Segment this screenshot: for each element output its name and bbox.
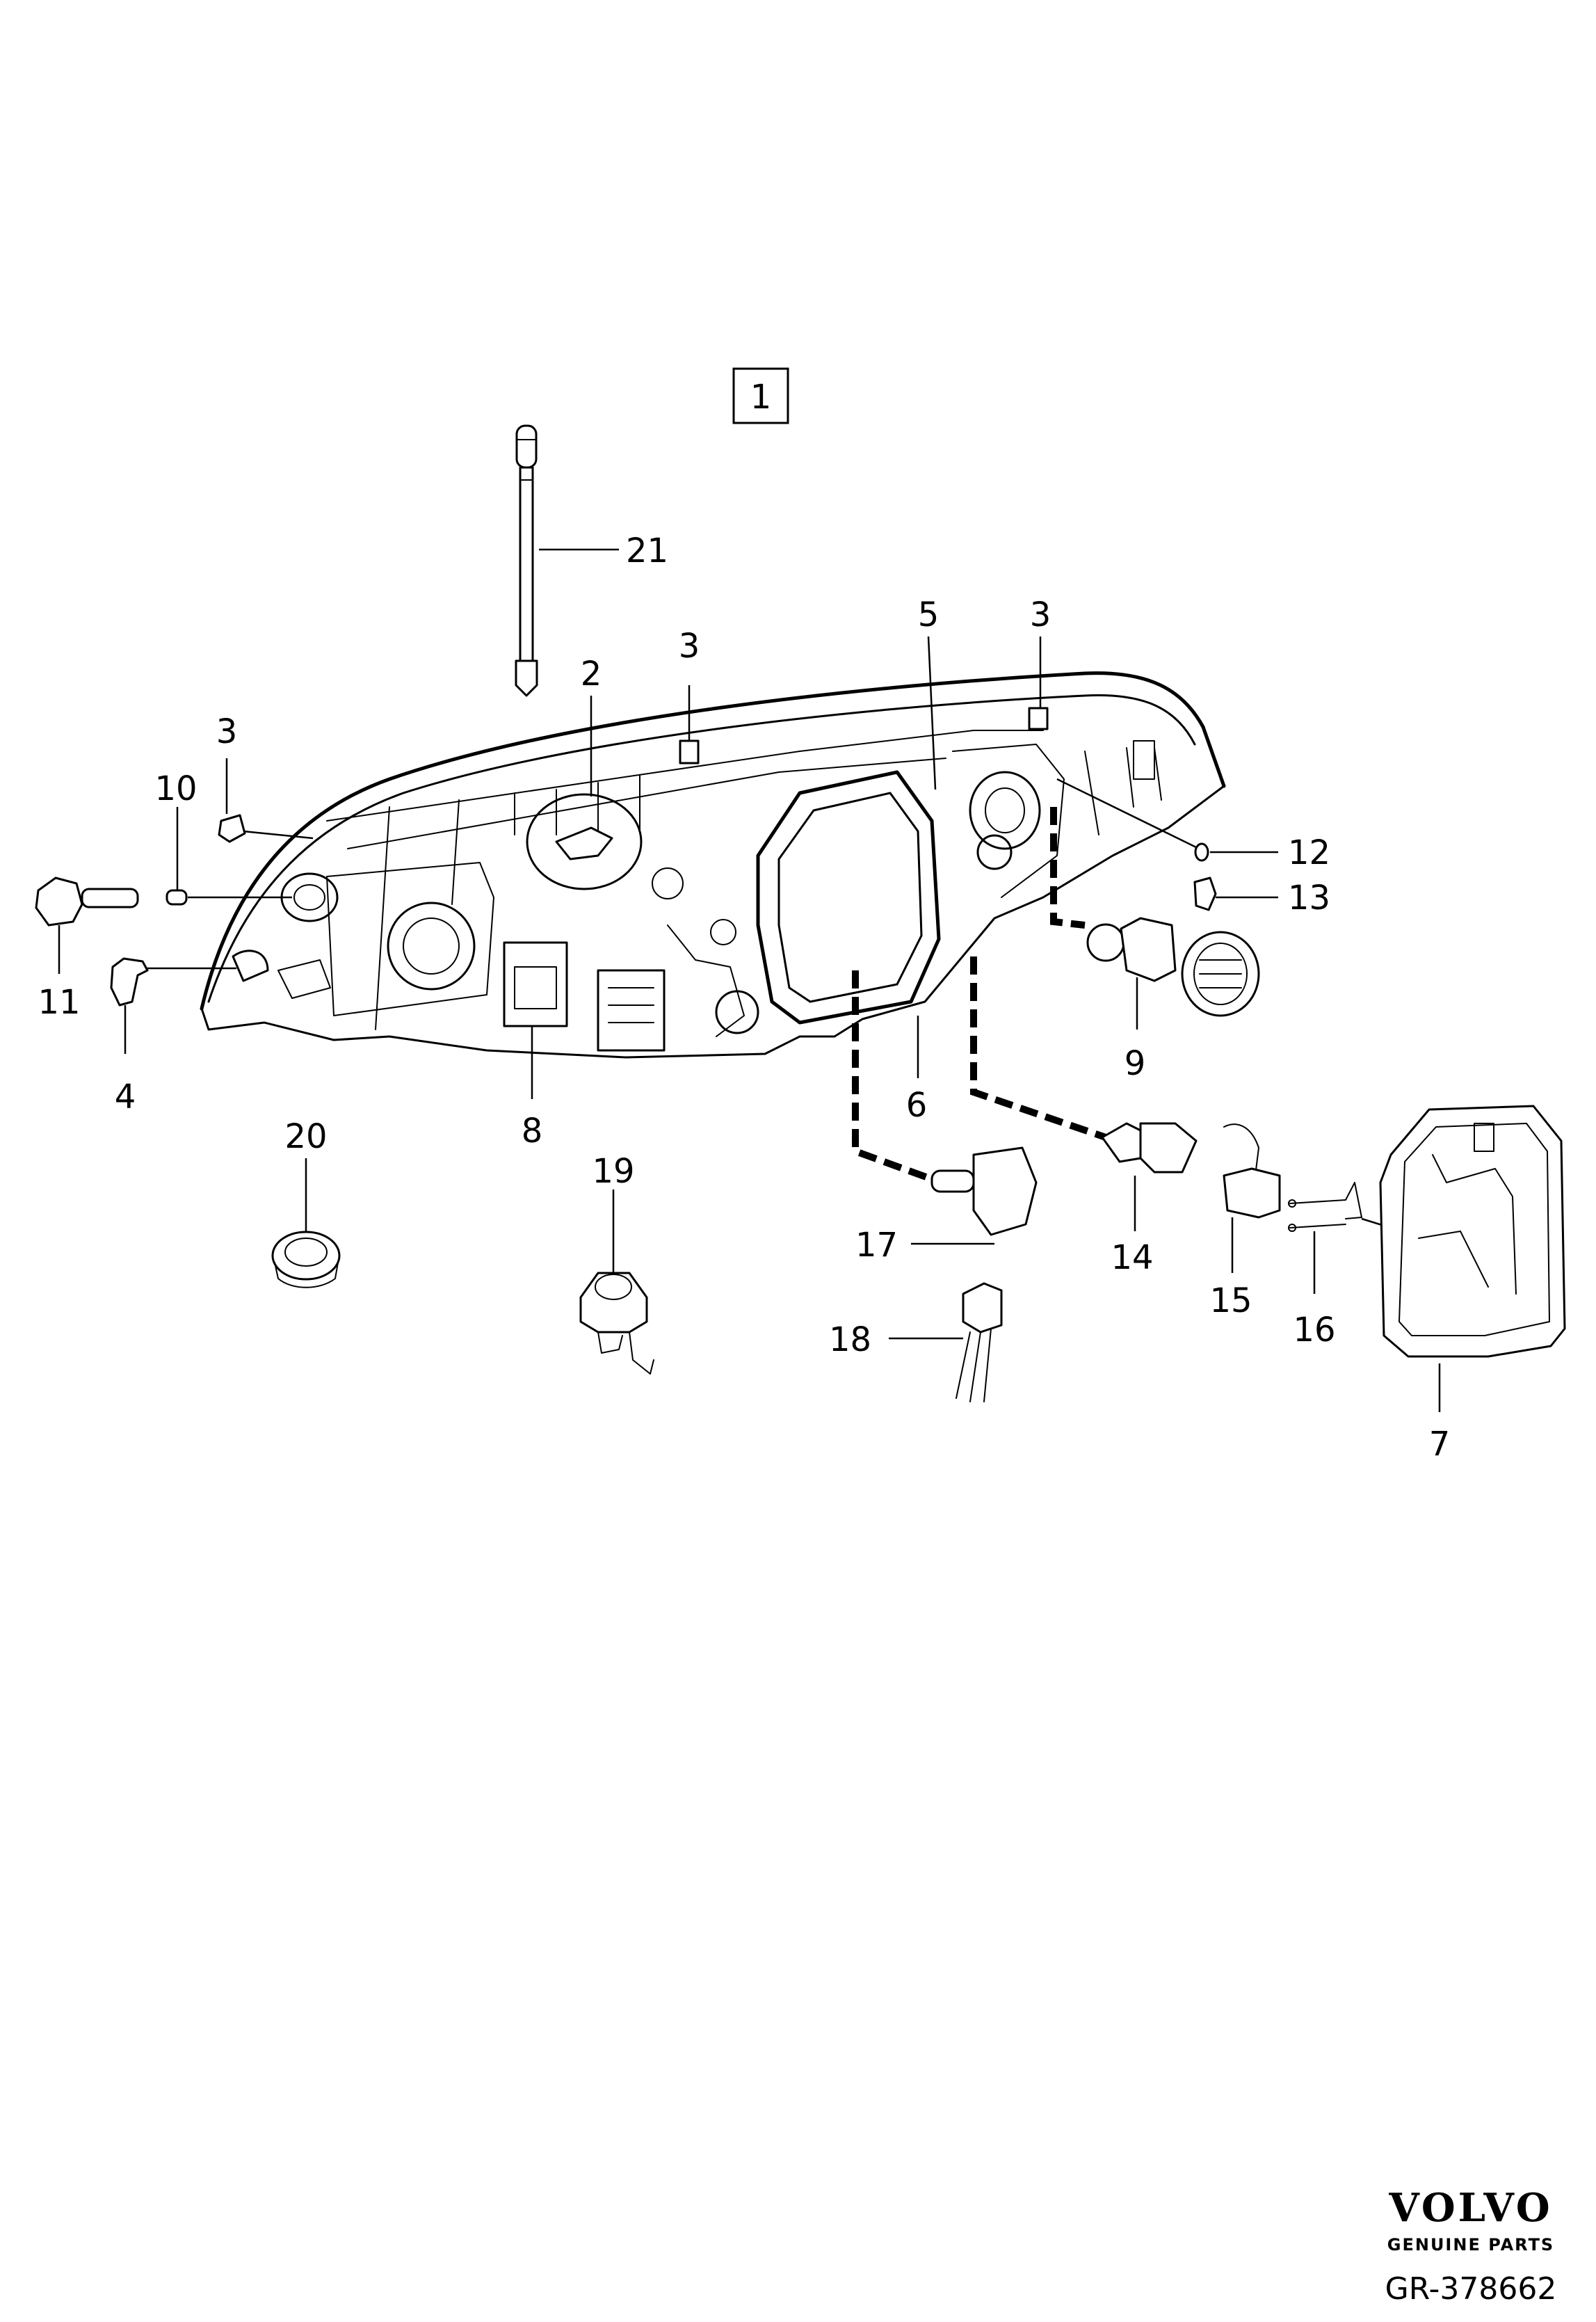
part-9-bulb-socket bbox=[1086, 917, 1177, 1030]
diagram-reference-number: GR-378662 bbox=[1385, 2271, 1557, 2307]
callout-10: 10 bbox=[154, 769, 197, 808]
callout-17: 17 bbox=[855, 1226, 898, 1265]
part-7-rear-cover bbox=[1379, 1105, 1566, 1412]
callout-8: 8 bbox=[522, 1112, 543, 1151]
part-21-adjuster-rod bbox=[515, 424, 538, 697]
callout-19: 19 bbox=[592, 1152, 634, 1191]
volvo-genuine-parts-logo: VOLVO GENUINE PARTS bbox=[1387, 2185, 1554, 2255]
callout-15: 15 bbox=[1209, 1281, 1252, 1320]
part-3-clip bbox=[1028, 636, 1049, 730]
callout-2: 2 bbox=[581, 655, 602, 694]
svg-text:GENUINE PARTS: GENUINE PARTS bbox=[1387, 2235, 1554, 2255]
part-17-bulb bbox=[911, 1146, 1038, 1245]
part-13-bulb bbox=[1193, 876, 1278, 911]
part-15-connector bbox=[1223, 1123, 1281, 1273]
callout-3-left: 3 bbox=[216, 712, 238, 751]
callout-4: 4 bbox=[115, 1078, 136, 1116]
callout-13: 13 bbox=[1288, 879, 1330, 918]
callout-14: 14 bbox=[1111, 1238, 1153, 1277]
part-20-grommet bbox=[271, 1158, 341, 1288]
callout-5: 5 bbox=[918, 595, 940, 634]
part-14-bulb bbox=[1101, 1122, 1198, 1231]
callout-9: 9 bbox=[1125, 1044, 1146, 1083]
part-3-clip bbox=[218, 758, 314, 843]
callout-12: 12 bbox=[1288, 833, 1330, 872]
lamp-cover-cap bbox=[1181, 931, 1260, 1017]
part-12-seal bbox=[1056, 778, 1278, 862]
part-2-adjuster bbox=[526, 696, 643, 890]
svg-text:1: 1 bbox=[750, 378, 772, 417]
callout-11: 11 bbox=[38, 983, 80, 1022]
callout-1: 1 bbox=[732, 367, 789, 424]
callout-3-right: 3 bbox=[1030, 595, 1051, 634]
callout-7: 7 bbox=[1429, 1425, 1451, 1464]
part-18-connector bbox=[889, 1282, 1003, 1402]
callout-16: 16 bbox=[1293, 1311, 1335, 1350]
part-11-bulb-socket bbox=[35, 876, 139, 974]
headlamp-housing bbox=[200, 671, 1226, 1059]
callout-6: 6 bbox=[906, 1086, 928, 1125]
part-3-clip bbox=[679, 685, 700, 764]
callout-20: 20 bbox=[284, 1117, 327, 1156]
part-4-hose bbox=[110, 957, 236, 1054]
part-19-holder bbox=[579, 1190, 654, 1375]
callout-3-mid: 3 bbox=[679, 627, 700, 666]
svg-text:VOLVO: VOLVO bbox=[1388, 2185, 1552, 2231]
part-5-seal bbox=[756, 636, 941, 1025]
callout-18: 18 bbox=[829, 1320, 871, 1359]
part-10-bulb bbox=[166, 807, 292, 906]
callout-21: 21 bbox=[626, 531, 668, 570]
part-16-clip bbox=[1288, 1182, 1392, 1294]
